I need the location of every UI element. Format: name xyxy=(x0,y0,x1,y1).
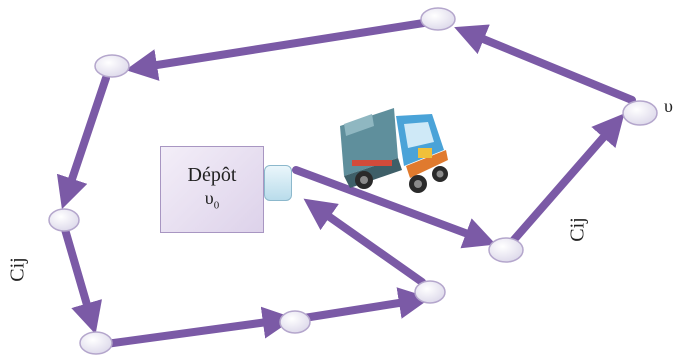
edge-mid-to-lower xyxy=(300,287,431,322)
edge-left-to-bottom xyxy=(60,222,102,335)
edge-lower-to-depot xyxy=(303,198,426,286)
node-upper-left xyxy=(94,54,130,78)
depot-box: Dépôt υ0 xyxy=(160,146,264,233)
garbage-truck-icon xyxy=(340,108,448,193)
customer-node-label: υ xyxy=(664,96,673,116)
node-right-v xyxy=(622,100,658,126)
node-bottom-left xyxy=(79,331,113,355)
node-middle-bottom xyxy=(279,310,311,334)
depot-node-symbol: υ xyxy=(204,187,214,208)
edge-cost-label-left: Cij xyxy=(6,257,29,282)
node-left xyxy=(48,208,80,232)
depot-title: Dépôt xyxy=(187,163,237,186)
edge-top-to-upleft xyxy=(125,18,434,81)
node-top xyxy=(420,7,456,31)
edge-bottom-to-mid xyxy=(102,306,295,348)
edge-v-to-top xyxy=(454,24,636,104)
depot-node-label: υ0 xyxy=(205,187,219,217)
edge-cost-label-right: Cij xyxy=(566,217,589,242)
depot-node-index: 0 xyxy=(213,199,220,212)
node-lower xyxy=(414,280,446,304)
edge-upleft-to-left xyxy=(56,74,110,210)
edge-r1-to-v xyxy=(508,113,625,246)
depot-dock xyxy=(264,165,292,201)
customer-nodes xyxy=(48,7,658,355)
node-right-lower xyxy=(488,237,524,263)
edge-depot-to-r1 xyxy=(292,166,496,249)
route-edges xyxy=(56,18,636,348)
